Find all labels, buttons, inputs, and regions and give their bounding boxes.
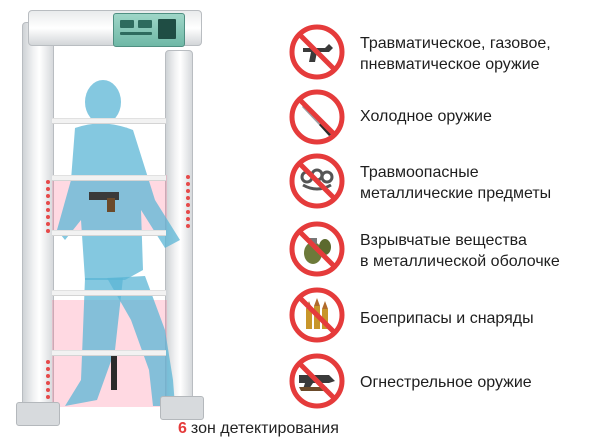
metal-detector-illustration [0,0,280,446]
prohibited-item: Огнестрельное оружие [285,353,595,415]
grenade-icon [289,221,345,277]
person-silhouette [57,80,180,406]
led-column [46,360,50,402]
led-column [186,175,190,231]
pistol-icon [89,192,119,212]
prohibited-item: Взрывчатые вещества в металлической обол… [285,221,595,283]
item-label-line2: металлические предметы [360,185,552,202]
item-label-line1: Огнестрельное оружие [360,374,532,391]
led-column [46,180,50,236]
right-foot [160,396,204,420]
zones-caption-text: зон детектирования [190,420,339,437]
item-label-line1: Взрывчатые вещества [360,232,527,249]
zone-separator [52,290,166,296]
revolver-icon [289,24,345,80]
zone-separator [52,118,166,124]
item-label-line1: Травмоопасные [360,164,479,181]
prohibited-item: Травмоопасные металлические предметы [285,153,595,215]
item-label-line1: Холодное оружие [360,108,492,125]
zone-separator [52,230,166,236]
zone-separator [52,350,166,356]
item-label-line1: Травматическое, газовое, [360,35,551,52]
rifle-icon [289,353,345,409]
knife-icon [111,350,117,390]
item-label-line1: Боеприпасы и снаряды [360,310,534,327]
zone-separator [52,175,166,181]
prohibited-item: Холодное оружие [285,89,595,151]
left-foot [16,402,60,426]
prohibited-item: Боеприпасы и снаряды [285,287,595,349]
item-label-line2: в металлической оболочке [360,253,560,270]
ammunition-icon [289,287,345,343]
item-label-line2: пневматическое оружие [360,56,540,73]
knife-icon [289,89,345,145]
prohibited-item: Травматическое, газовое, пневматическое … [285,24,595,86]
brass-knuckles-icon [289,153,345,209]
control-panel [113,13,185,47]
zones-count: 6 [178,420,187,437]
